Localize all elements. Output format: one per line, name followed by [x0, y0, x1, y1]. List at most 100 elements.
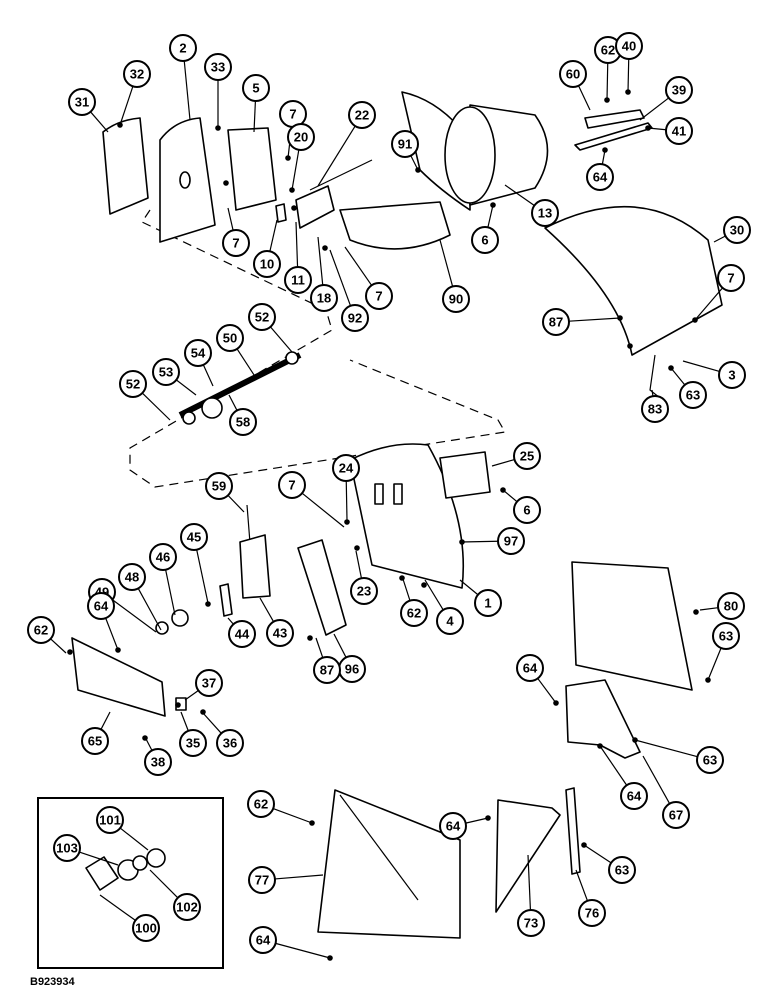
callout-62: 62	[27, 616, 55, 644]
part-77-panel	[317, 789, 461, 939]
leader-31	[90, 111, 109, 133]
fastener-18	[354, 545, 360, 551]
leader-30	[713, 235, 726, 243]
part-48-bearing	[155, 621, 169, 635]
callout-circle	[696, 746, 724, 774]
callout-76: 76	[578, 899, 606, 927]
callout-6: 6	[513, 496, 541, 524]
callout-number: 36	[223, 736, 237, 751]
leader-43	[259, 597, 275, 623]
leader-38	[144, 736, 153, 751]
callout-circle	[216, 324, 244, 352]
callout-13: 13	[531, 199, 559, 227]
callout-number: 100	[135, 921, 157, 936]
callout-circle	[474, 589, 502, 617]
leader-7	[227, 207, 234, 231]
callout-number: 40	[622, 39, 636, 54]
callout-circle	[662, 801, 690, 829]
callout-52: 52	[248, 303, 276, 331]
leader-36	[202, 712, 222, 734]
dashed-group-outline	[129, 209, 506, 488]
callout-circle	[517, 909, 545, 937]
callout-101: 101	[96, 806, 124, 834]
callout-number: 30	[730, 223, 744, 238]
callout-circle	[195, 669, 223, 697]
callout-62: 62	[400, 599, 428, 627]
callout-circle	[287, 123, 315, 151]
callout-number: 64	[446, 819, 461, 834]
callout-circle	[718, 361, 746, 389]
callout-64: 64	[439, 812, 467, 840]
callout-number: 63	[615, 863, 629, 878]
callout-number: 7	[289, 107, 296, 122]
callout-circle	[620, 782, 648, 810]
callout-circle	[119, 370, 147, 398]
fastener-24	[175, 702, 181, 708]
callout-circle	[436, 607, 464, 635]
callout-number: 64	[627, 789, 642, 804]
callout-circle	[513, 442, 541, 470]
callout-31: 31	[68, 88, 96, 116]
part-39-strip	[574, 122, 653, 151]
leader-62	[401, 575, 411, 601]
callout-number: 54	[191, 346, 206, 361]
callout-circle	[578, 899, 606, 927]
leader-91	[410, 155, 419, 171]
callout-circle	[266, 619, 294, 647]
leader-87	[568, 317, 621, 322]
leader-4	[424, 579, 444, 611]
callout-number: 5	[252, 81, 259, 96]
callout-number: 52	[126, 377, 140, 392]
callout-number: 20	[294, 130, 308, 145]
callout-circle	[559, 60, 587, 88]
callout-77: 77	[248, 866, 276, 894]
callout-53: 53	[152, 358, 180, 386]
leader-50	[236, 348, 257, 379]
callout-circle	[278, 471, 306, 499]
leader-52	[270, 326, 293, 353]
callout-circle	[247, 790, 275, 818]
callout-circle	[442, 285, 470, 313]
callout-circle	[81, 727, 109, 755]
callout-25: 25	[513, 442, 541, 470]
callout-100: 100	[132, 914, 160, 942]
callout-circle	[169, 34, 197, 62]
leader-7	[344, 246, 373, 286]
leader-44	[227, 617, 234, 625]
callout-6: 6	[471, 226, 499, 254]
callout-circle	[87, 592, 115, 620]
callout-circle	[27, 616, 55, 644]
part-58-bearing-right	[285, 351, 299, 365]
callout-circle	[350, 577, 378, 605]
callout-number: 10	[260, 257, 274, 272]
part-1-slot-b	[393, 483, 403, 505]
callout-number: 3	[728, 368, 735, 383]
part-76-strip	[565, 787, 581, 875]
fastener-38	[693, 609, 699, 615]
callout-45: 45	[180, 523, 208, 551]
callout-circle	[253, 250, 281, 278]
leader-62	[606, 62, 609, 101]
leader-25	[491, 458, 515, 467]
part-102-collar	[132, 855, 148, 871]
callout-40: 40	[615, 32, 643, 60]
fastener-5	[291, 205, 297, 211]
leader-22	[317, 125, 356, 187]
callout-circle	[513, 496, 541, 524]
callout-11: 11	[284, 266, 312, 294]
leader-83	[651, 389, 654, 397]
leader-73	[527, 854, 532, 911]
leader-53	[175, 379, 197, 396]
leader-63	[670, 367, 686, 386]
leader-39	[639, 97, 670, 121]
callout-44: 44	[228, 620, 256, 648]
callout-circle	[242, 74, 270, 102]
callout-22: 22	[348, 101, 376, 129]
leader-76	[575, 869, 589, 902]
callout-circle	[348, 101, 376, 129]
callout-number: 1	[484, 596, 491, 611]
callout-10: 10	[253, 250, 281, 278]
leader-64	[601, 149, 606, 165]
callout-number: 23	[357, 584, 371, 599]
part-44-plate	[219, 583, 233, 617]
